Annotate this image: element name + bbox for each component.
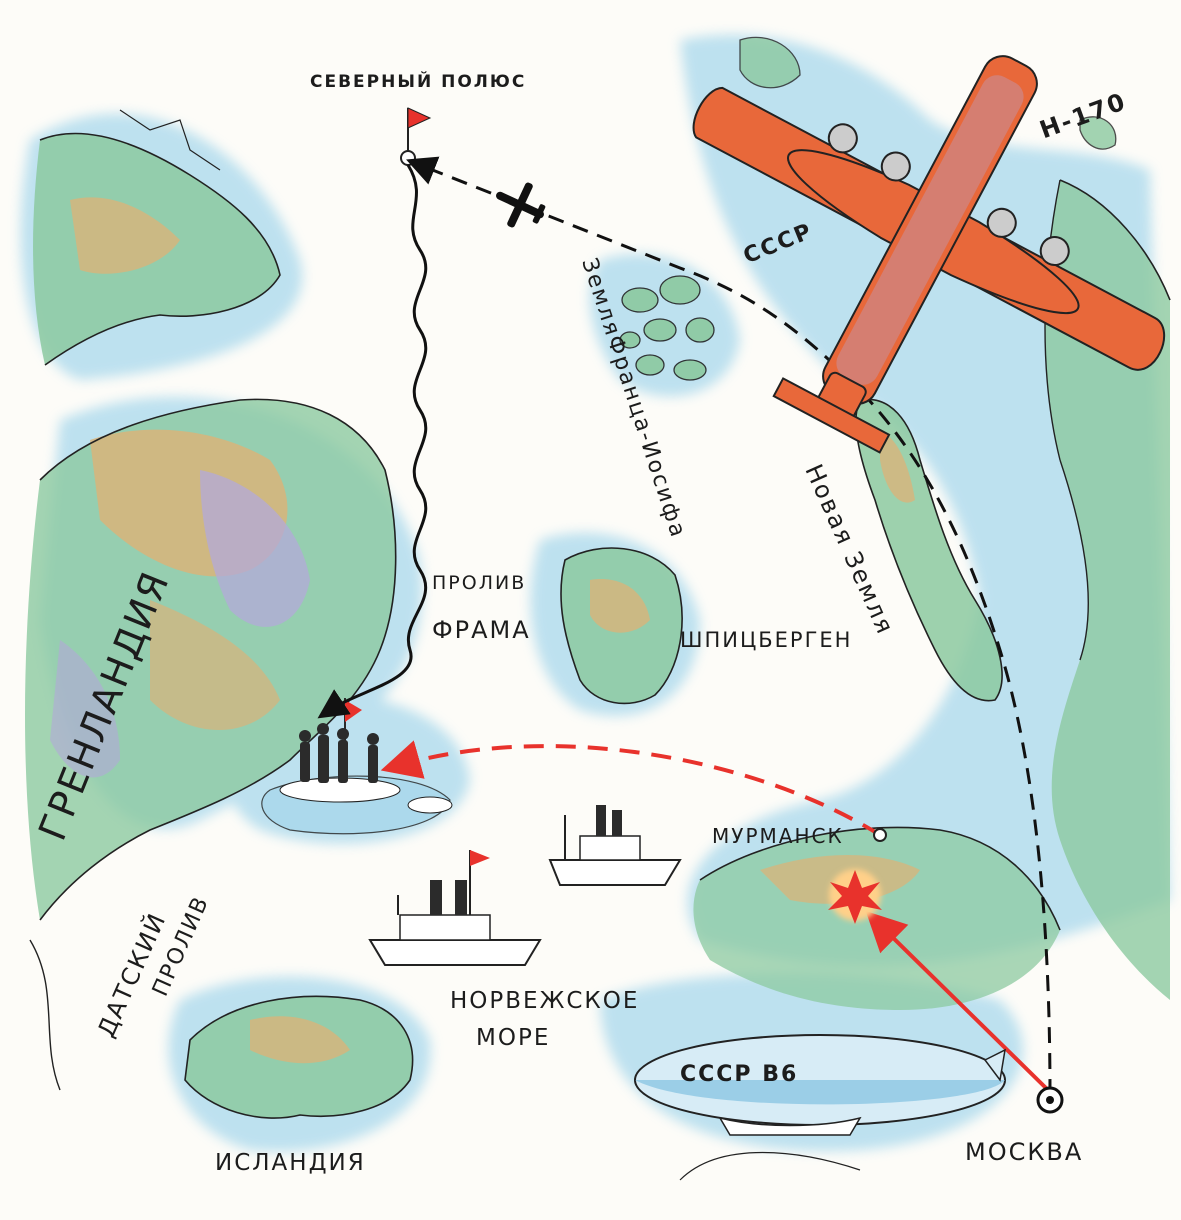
ice-floe-camp — [261, 775, 453, 835]
label-murmansk: МУРМАНСК — [712, 824, 844, 848]
explosion-icon — [828, 869, 882, 924]
steamship-icon — [368, 850, 542, 966]
label-iceland: ИСЛАНДИЯ — [215, 1150, 366, 1176]
murmansk-marker-icon — [873, 828, 887, 842]
small-plane-icon — [496, 182, 546, 228]
rescue-route — [380, 740, 882, 837]
greenland-landmass — [25, 398, 397, 1091]
iceland-landmass — [184, 995, 414, 1119]
label-north-pole: СЕВЕРНЫЙ ПОЛЮС — [310, 72, 527, 92]
north-pole-marker-icon — [400, 107, 432, 166]
icebreaker-ship-icon — [548, 805, 682, 886]
spitsbergen-landmass — [560, 547, 683, 705]
airship-icon — [634, 1034, 1006, 1136]
label-spitsbergen: ШПИЦБЕРГЕН — [680, 628, 853, 652]
moscow-marker-icon — [1036, 1086, 1064, 1114]
greenland-north-landmass — [33, 109, 281, 366]
label-norwegian-sea-2: МОРЕ — [476, 1025, 551, 1051]
north-islands — [739, 36, 1117, 150]
airship-name-label: СССР В6 — [680, 1062, 799, 1087]
franz-josef-land-landmass — [619, 275, 715, 381]
novaya-zemlya-landmass — [855, 398, 1003, 702]
label-moscow: МОСКВА — [965, 1138, 1084, 1166]
label-fram-strait-1: ПРОЛИВ — [432, 572, 527, 594]
drift-route — [317, 164, 428, 719]
aircraft-icon — [692, 55, 1166, 454]
airship-route — [865, 910, 1050, 1092]
label-norwegian-sea-1: НОРВЕЖСКОЕ — [450, 988, 640, 1014]
flight-route — [406, 156, 1052, 1096]
label-fram-strait-2: ФРАМА — [432, 616, 531, 644]
